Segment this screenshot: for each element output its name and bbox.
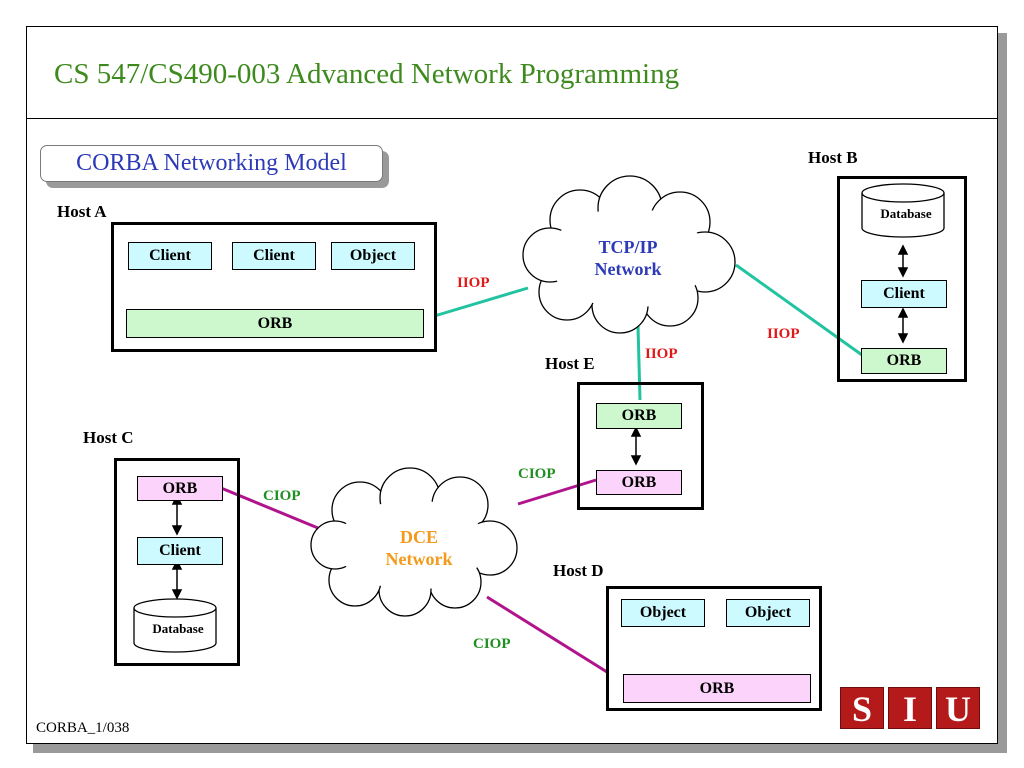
link-dce-e	[517, 478, 597, 506]
link-tcp-e	[636, 325, 642, 401]
host-d-orb: ORB	[623, 674, 811, 703]
protocol-label-tcp-e: IIOP	[645, 346, 678, 362]
host-b-label: Host B	[808, 148, 858, 167]
host-d-box: Object Object ORB	[606, 586, 822, 711]
protocol-label-a-tcp: IIOP	[457, 275, 490, 291]
host-c-client: Client	[137, 537, 223, 565]
logo-letter-u: U	[936, 687, 980, 729]
protocol-label-dce-e: CIOP	[518, 466, 556, 482]
tcp-ip-cloud-line2: Network	[594, 259, 662, 279]
siu-logo: S I U	[840, 687, 980, 729]
host-d-label: Host D	[553, 561, 604, 580]
dce-cloud-line1: DCE	[399, 527, 438, 547]
protocol-label-dce-d: CIOP	[473, 636, 511, 652]
host-d-object-1: Object	[621, 599, 705, 627]
host-c-orb: ORB	[137, 476, 223, 501]
link-dce-d	[486, 595, 624, 684]
host-a-client-1: Client	[128, 242, 212, 270]
link-tcp-b	[735, 263, 863, 357]
title-divider	[26, 118, 998, 119]
host-a-client-2: Client	[232, 242, 316, 270]
slide-title: CS 547/CS490-003 Advanced Network Progra…	[54, 58, 680, 90]
host-b-orb: ORB	[861, 348, 947, 374]
link-a-tcp	[420, 286, 529, 322]
slide-subtitle: CORBA Networking Model	[40, 145, 383, 182]
host-a-object: Object	[331, 242, 415, 270]
protocol-label-tcp-b: IIOP	[767, 326, 800, 342]
host-a-box: Client Client Object ORB	[111, 222, 437, 352]
host-a-label: Host A	[57, 202, 107, 221]
slide-footer: CORBA_1/038	[36, 720, 130, 736]
host-b-database-icon	[861, 183, 945, 238]
tcp-ip-cloud-label: TCP/IP Network	[583, 236, 673, 280]
host-c-label: Host C	[83, 428, 134, 447]
logo-letter-s: S	[840, 687, 884, 729]
host-b-arrows	[897, 244, 909, 344]
host-e-box: ORB ORB	[577, 382, 704, 510]
dce-cloud-line2: Network	[385, 549, 453, 569]
host-c-database-icon	[133, 598, 217, 653]
host-e-arrow	[630, 426, 642, 466]
logo-letter-i: I	[888, 687, 932, 729]
host-e-orb-top: ORB	[596, 403, 682, 429]
dce-cloud	[310, 467, 518, 617]
host-c-box: ORB Client Database	[114, 458, 240, 666]
host-e-label: Host E	[545, 354, 595, 373]
dce-cloud-label: DCE Network	[373, 526, 465, 570]
host-a-orb: ORB	[126, 309, 424, 338]
protocol-label-c-dce: CIOP	[263, 488, 301, 504]
host-e-orb-bottom: ORB	[596, 470, 682, 495]
host-b-box: Database Client ORB	[837, 176, 967, 382]
tcp-ip-cloud-line1: TCP/IP	[598, 237, 658, 257]
host-b-database-label: Database	[880, 206, 932, 221]
host-b-client: Client	[861, 280, 947, 308]
tcp-ip-cloud	[522, 175, 736, 334]
host-c-database-label: Database	[152, 621, 204, 636]
host-d-object-2: Object	[726, 599, 810, 627]
